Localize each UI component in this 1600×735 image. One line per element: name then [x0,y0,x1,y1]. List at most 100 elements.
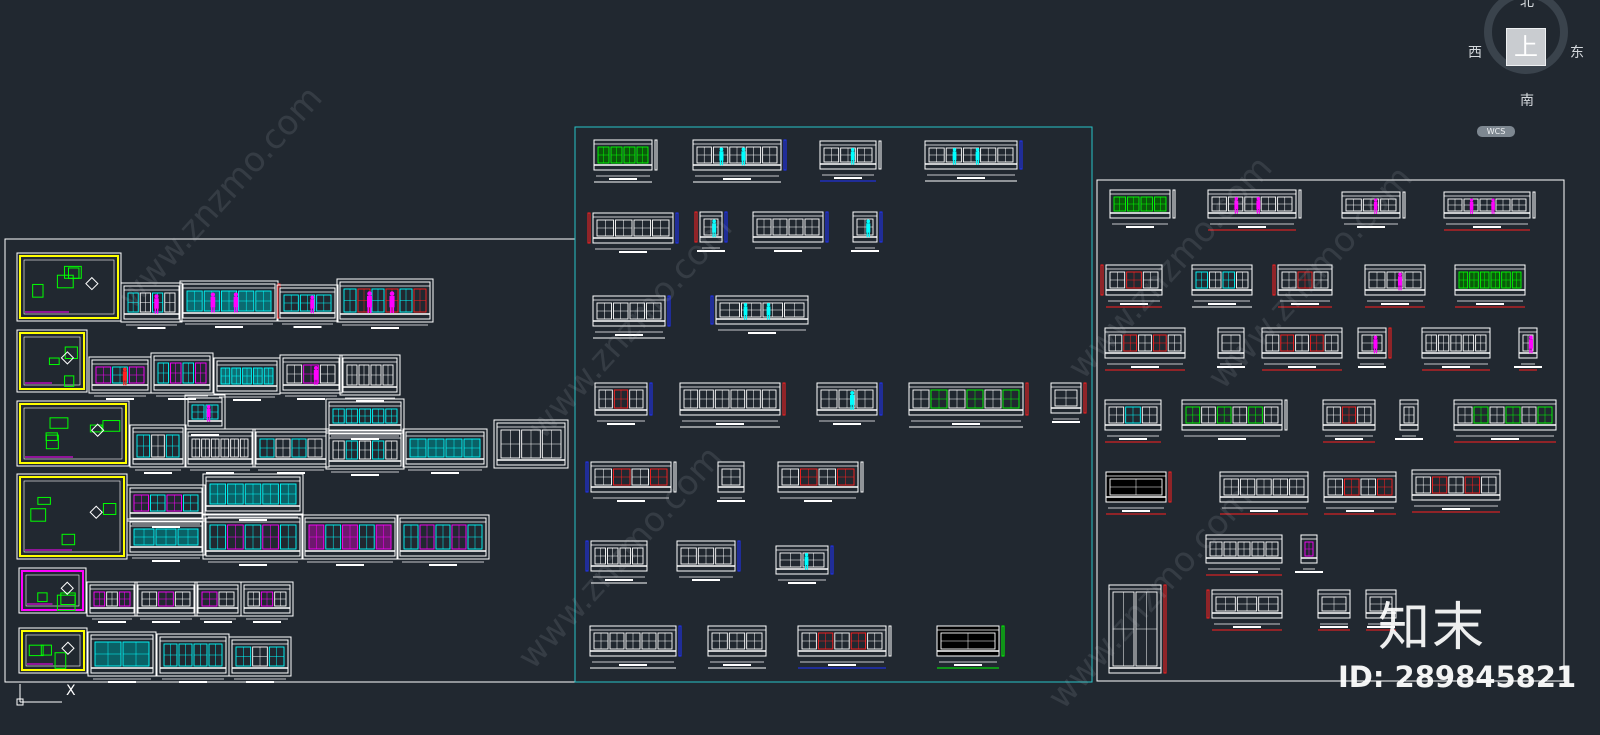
elevation-outline [182,283,276,319]
section-line [673,461,677,493]
viewcube-top-face[interactable]: 上 [1506,28,1546,66]
human-figure-leg [207,417,209,422]
sheet-title-bar [179,681,207,683]
elevation-outline [304,517,396,557]
human-figure-head [866,219,871,224]
human-figure-leg [1234,209,1236,214]
compass-north-label[interactable]: 北 [1520,0,1534,10]
human-figure-leg [1375,348,1378,354]
sheet-title-bar [615,334,643,336]
sheet-title-bar [1230,571,1258,573]
furniture-block [54,652,67,669]
section-line [1168,471,1172,503]
viewcube-compass-ring[interactable] [1484,0,1568,74]
human-figure-leg [1258,209,1260,214]
floor-plan-wall [21,570,84,611]
section-line [1100,264,1104,296]
elevation-outline [243,584,291,614]
watermark-brand: 知末 [1378,598,1487,658]
compass-south-label[interactable]: 南 [1520,93,1534,109]
viewcube-icon[interactable]: 上 北 南 东 西 [1466,0,1596,110]
sheet-frame [325,398,405,434]
furniture-block [48,357,60,366]
sheet-title-bar [954,664,982,666]
human-figure-leg [1470,209,1472,214]
elevation-outline [1211,589,1283,619]
elevation-outline [1453,399,1557,431]
human-figure-head [233,292,239,297]
elevation-index-symbol [60,351,75,365]
furniture-block [45,432,58,441]
elevation-outline [1104,327,1186,359]
sheet-title-bar [692,579,720,581]
elevation-outline [593,139,653,171]
elevation-outline [205,476,301,512]
section-line [1001,625,1005,657]
sheet-title-bar [833,423,861,425]
sheet-frame [129,424,187,468]
sheet-title-bar [206,472,234,474]
sheet-title-bar [1131,366,1159,368]
sheet-title-bar [1473,226,1501,228]
sheet-title-bar [108,681,136,683]
elevation-outline [405,431,485,465]
human-figure-head [975,148,980,152]
section-line [1019,140,1023,170]
human-figure-head [719,147,724,152]
elevation-outline [1443,191,1531,219]
section-line [675,212,679,244]
human-figure [741,151,746,161]
sheet-title-bar [1217,366,1245,368]
human-figure-leg [1375,209,1378,214]
elevation-index-symbol [90,423,105,437]
human-figure-leg [745,315,748,320]
sheet-title-bar [716,423,744,425]
sheet-title-bar [1233,626,1261,628]
section-line [1284,399,1288,431]
human-figure-head [310,295,315,300]
sheet-frame [228,636,292,677]
human-figure-leg [213,307,215,313]
sheet-title-bar [215,326,243,328]
sheet-frame [16,329,88,393]
human-figure [1234,200,1239,210]
sheet-title-bar [233,399,261,401]
human-figure [743,306,748,316]
human-figure [310,299,315,309]
human-figure-leg [719,160,722,166]
sheet-title-bar [1346,510,1374,512]
human-figure [1373,339,1378,349]
watermark-id: ID: 289845821 [1338,660,1577,694]
elevation-outline [797,625,887,657]
human-figure [850,151,855,161]
sheet-frame [184,394,226,430]
floor-plan-room [23,336,81,386]
human-figure-head [850,391,855,395]
sheet-title-bar [204,621,232,623]
elevation-index-symbol [61,641,75,655]
wcs-menu-button[interactable]: WCS [1477,126,1515,137]
sheet-frame [16,473,128,560]
compass-west-label[interactable]: 西 [1468,45,1482,61]
elevation-outline [1364,264,1426,296]
human-figure-leg [712,232,714,238]
section-line [782,382,786,416]
human-figure-leg [234,307,236,313]
elevation-outline [1454,264,1526,296]
human-figure-head [154,294,159,299]
sheet-title-bar [717,500,745,502]
compass-east-label[interactable]: 东 [1570,45,1584,61]
human-figure-leg [1400,285,1402,291]
sheet-title-bar [617,500,645,502]
human-figure-leg [804,565,807,570]
elevation-outline [197,584,239,614]
sheet-title-bar [1320,626,1348,628]
sheet-title-bar [607,423,635,425]
elevation-outline [590,461,672,493]
section-line [1163,584,1167,674]
sheet-title-bar [804,500,832,502]
sheet-title-bar [1381,303,1409,305]
human-figure [1491,201,1495,210]
